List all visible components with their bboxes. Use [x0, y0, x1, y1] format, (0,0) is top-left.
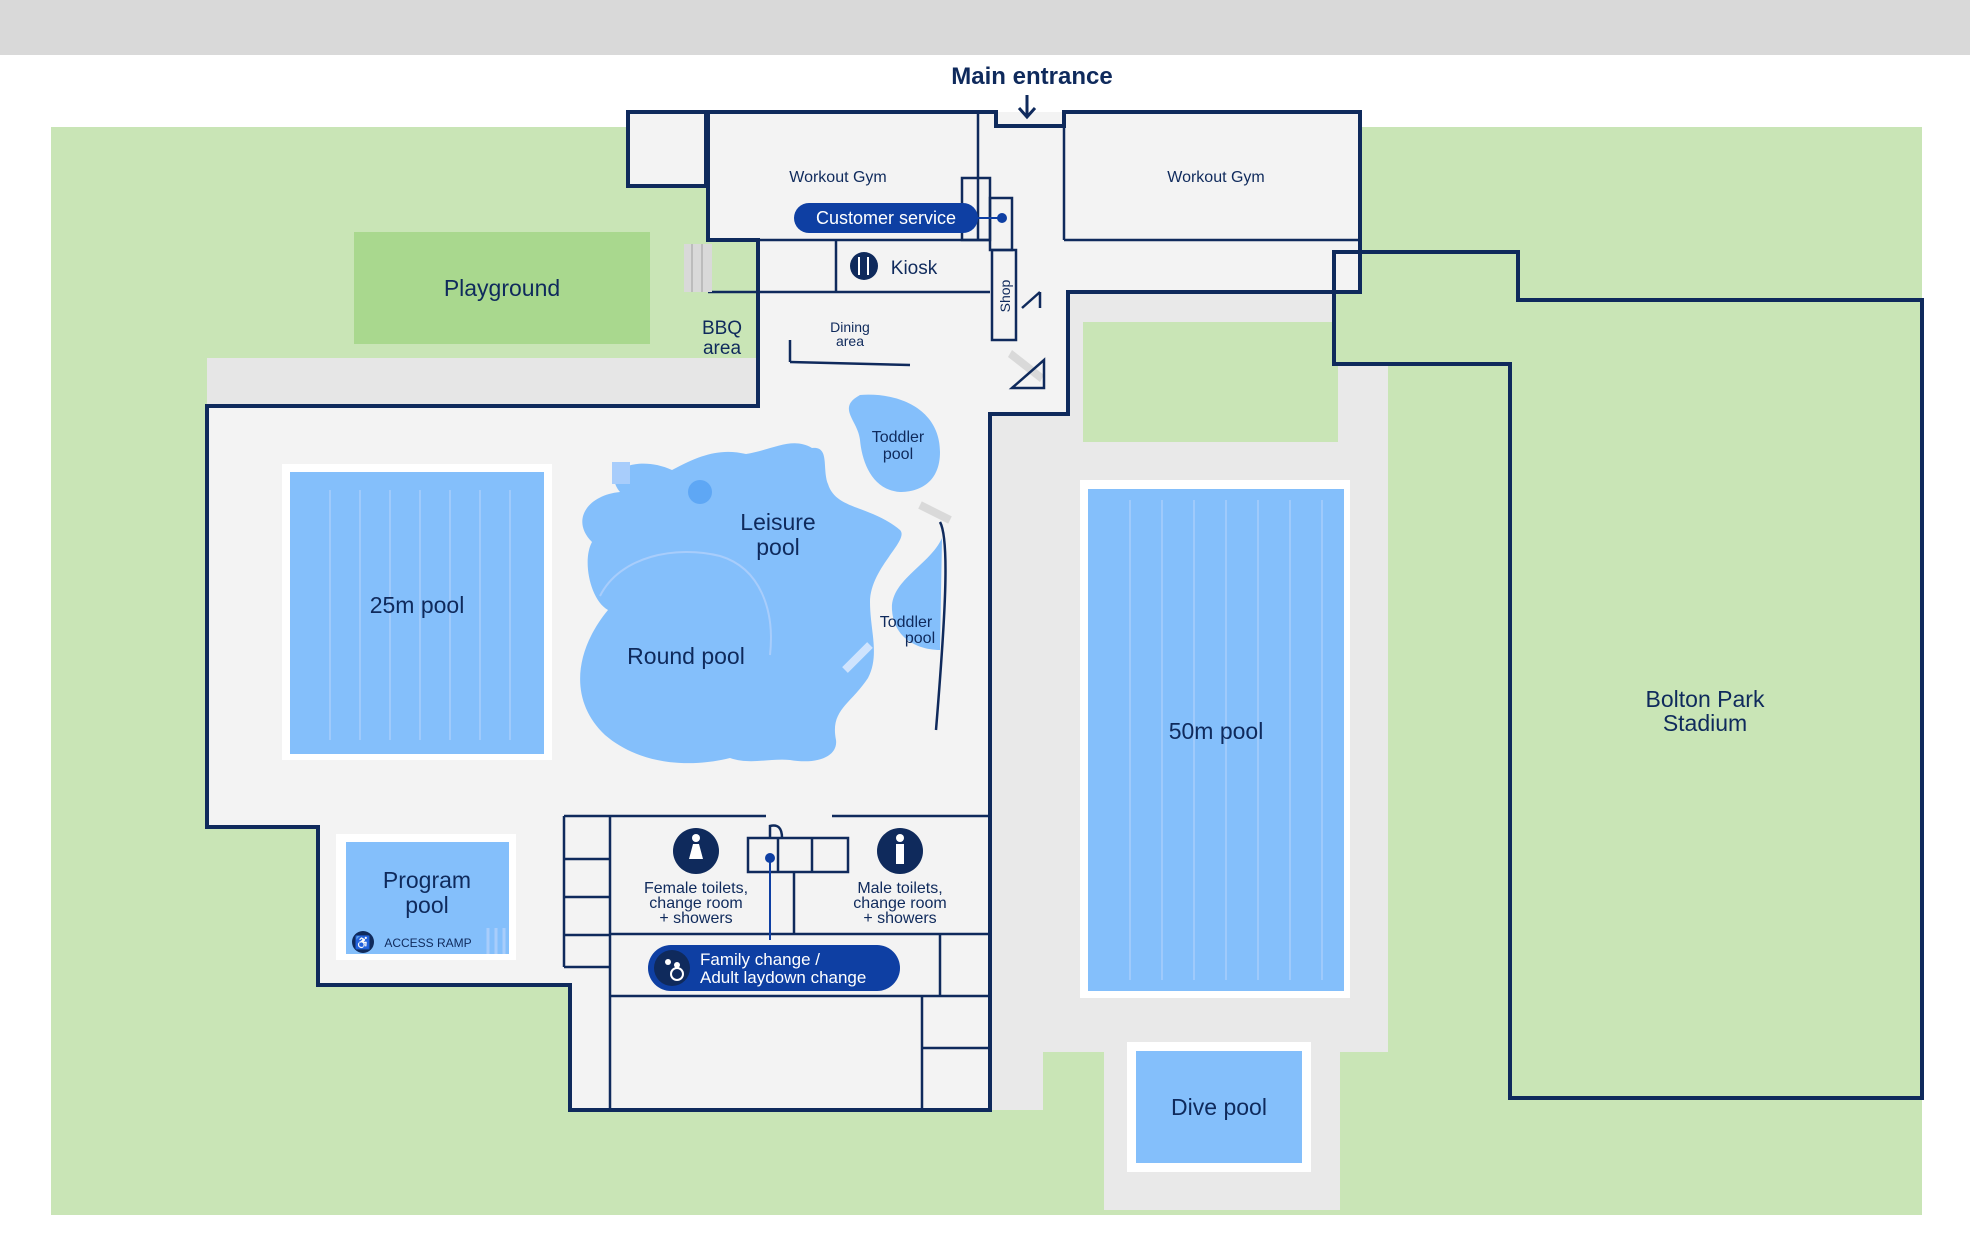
female-label-line2: change room	[649, 895, 742, 912]
door-arc	[1021, 291, 1042, 309]
family-change-label-line2: Adult laydown change	[700, 968, 866, 987]
workout-gym-right-label: Workout Gym	[1167, 169, 1265, 186]
dining-label-line2: area	[836, 333, 864, 349]
top-header-bar	[0, 0, 1970, 55]
leisure-pool-label-line2: pool	[756, 534, 799, 560]
leisure-pool-steps	[612, 462, 630, 484]
pool-50m-label: 50m pool	[1169, 718, 1264, 744]
round-pool-edge	[599, 550, 772, 656]
round-pool-steps	[842, 642, 873, 673]
female-icon-head	[692, 834, 700, 842]
main-entrance-label: Main entrance	[951, 63, 1112, 90]
wheelchair-icon	[352, 931, 374, 953]
change-rooms-walls	[562, 814, 990, 1110]
family-change-icon-wheel	[670, 967, 684, 981]
family-change[interactable]: Family change / Adult laydown change	[648, 945, 900, 991]
wheelchair-glyph: ♿	[355, 935, 371, 950]
access-ramp[interactable]: ♿ ACCESS RAMP	[352, 928, 506, 954]
female-label-line3: + showers	[659, 910, 732, 927]
shop-label: Shop	[997, 279, 1013, 312]
partition-wall	[934, 521, 947, 731]
dive-pool[interactable]	[1136, 1051, 1302, 1163]
corridor-steps	[1008, 350, 1044, 382]
male-icon-body	[896, 844, 904, 864]
shop-box[interactable]	[990, 248, 1018, 342]
family-change-icon-dot	[665, 959, 671, 965]
toddler-pool-top-label-line1: Toddler	[872, 429, 925, 446]
female-toilets[interactable]: Female toilets, change room + showers	[644, 828, 748, 927]
program-pool-label-line2: pool	[405, 892, 448, 918]
grass-patch-inner	[1083, 322, 1338, 442]
access-ramp-label: ACCESS RAMP	[384, 936, 471, 950]
family-change-pill	[648, 945, 900, 991]
customer-service[interactable]: Customer service	[794, 203, 1007, 233]
walkway-strip	[207, 358, 759, 406]
male-icon-head	[896, 834, 904, 842]
kiosk-label: Kiosk	[891, 258, 938, 279]
male-label-line3: + showers	[863, 910, 936, 927]
pool-25m-label: 25m pool	[370, 592, 465, 618]
workout-gym-left-label: Workout Gym	[789, 169, 887, 186]
program-pool-label-line1: Program	[383, 867, 471, 893]
bbq-label-line1: BBQ	[702, 318, 742, 339]
female-icon-body	[689, 844, 703, 859]
customer-service-label: Customer service	[816, 208, 956, 228]
toddler-pool-top-steps	[918, 501, 952, 524]
bbq-label-line2: area	[703, 338, 741, 359]
family-change-icon	[654, 950, 690, 986]
male-label-line2: change room	[853, 895, 946, 912]
stadium-label-line2: Stadium	[1663, 710, 1747, 736]
leisure-pool-label-line1: Leisure	[740, 509, 815, 535]
female-label-line1: Female toilets,	[644, 880, 748, 897]
program-pool[interactable]	[346, 842, 509, 954]
stadium-label-line1: Bolton Park	[1646, 686, 1765, 712]
male-label-line1: Male toilets,	[857, 880, 942, 897]
pool-25m-lanes	[329, 490, 511, 740]
leisure-pool-feature	[688, 480, 712, 504]
family-change-icon-dot	[674, 962, 680, 968]
down-arrow-icon	[1017, 95, 1037, 120]
leisure-pool[interactable]	[580, 443, 902, 764]
pool-50m-lanes	[1129, 500, 1323, 980]
info-point-icon	[997, 213, 1007, 223]
stair-triangle	[1008, 357, 1046, 390]
gym-wall-outline	[205, 110, 1362, 1112]
kiosk[interactable]: Kiosk	[850, 252, 938, 280]
stadium-block[interactable]	[1332, 250, 1924, 1100]
round-pool-label: Round pool	[627, 643, 745, 669]
male-toilets[interactable]: Male toilets, change room + showers	[853, 828, 947, 927]
toddler-pool-top-label-line2: pool	[883, 446, 913, 463]
toddler-pool-right[interactable]	[891, 538, 942, 650]
toddler-pool-right-label-line1: Toddler	[880, 614, 933, 631]
toddler-pool-top[interactable]	[848, 394, 940, 492]
dining-label-line1: Dining	[830, 319, 870, 335]
dive-pool-label: Dive pool	[1171, 1094, 1267, 1120]
toddler-pool-right-label-line2: pool	[905, 630, 935, 647]
dining-wall	[789, 360, 911, 367]
playground-label: Playground	[444, 275, 560, 301]
cutlery-icon	[850, 252, 878, 280]
playground-area[interactable]	[354, 232, 650, 344]
pool-25m[interactable]	[290, 472, 544, 754]
bbq-steps	[684, 244, 712, 292]
customer-service-pill	[794, 203, 978, 233]
family-change-label-line1: Family change /	[700, 950, 820, 969]
